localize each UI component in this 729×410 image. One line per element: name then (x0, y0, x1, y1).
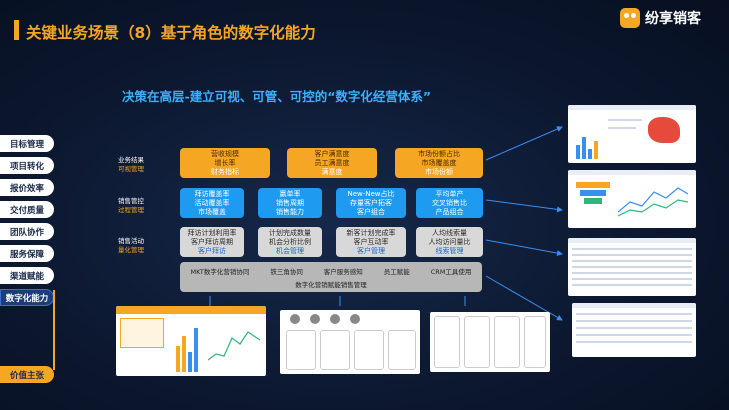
row-label-activity: 销售活动 量化管理 (118, 237, 144, 254)
result-box-satisfaction: 客户满意度 员工满意度 满意度 (287, 148, 377, 178)
sidebar-item-service-guarantee[interactable]: 服务保障 (0, 245, 54, 262)
logo-icon (620, 8, 640, 28)
platform-item: 铁三角协同 (270, 268, 303, 276)
sidebar-item-team-collaboration[interactable]: 团队协作 (0, 223, 54, 240)
row-label-control: 销售管控 过程管理 (118, 197, 144, 214)
platform-subtitle: 数字化营销赋能销售管理 (295, 281, 367, 289)
screenshot-mobile-app (280, 310, 420, 374)
sidebar-connector-line (53, 290, 55, 370)
platform-item: MKT数字化营销协同 (190, 268, 250, 276)
platform-item: CRM工具使用 (430, 268, 472, 276)
sidebar-item-project-conversion[interactable]: 项目转化 (0, 157, 54, 174)
sidebar-item-target-management[interactable]: 目标管理 (0, 135, 54, 152)
result-box-financial: 营收规模 增长率 财务指标 (180, 148, 270, 178)
screenshot-marketing-dashboard (116, 306, 266, 376)
platform-item: 员工赋能 (383, 268, 410, 276)
activity-box-lead-management: 人均线索量 人均访问量比 线索管理 (416, 227, 483, 257)
title-accent-bar (14, 20, 19, 40)
dashboard-thumbnail-table (568, 238, 696, 296)
row-label-results: 业务结果 可视管理 (118, 156, 144, 173)
result-box-market-share: 市场份额占比 市场覆盖度 市场份额 (395, 148, 483, 178)
control-box-market-coverage: 拜访覆盖率 活动覆盖率 市场覆盖 (180, 188, 244, 218)
activity-box-customer-visit: 拜访计划利用率 客户拜访周期 客户拜访 (180, 227, 244, 257)
dashboard-thumbnail-funnel (568, 170, 696, 228)
activity-box-customer-management: 新客计划完成率 客户互动率 客户管理 (336, 227, 406, 257)
dashboard-thumbnail-map (568, 105, 696, 163)
page-title: 关键业务场景（8）基于角色的数字化能力 (26, 24, 316, 42)
sidebar-item-delivery-quality[interactable]: 交付质量 (0, 201, 54, 218)
sidebar-item-digital-capability[interactable]: 数字化能力 (0, 289, 54, 306)
dashboard-thumbnail-report (572, 303, 696, 357)
logo-text: 纷享销客 (645, 11, 701, 27)
digital-platform-bar: MKT数字化营销协同 铁三角协同 客户服务感知 员工赋能 CRM工具使用 数字化… (180, 262, 482, 292)
screenshot-mobile-list (430, 312, 550, 372)
brand-logo: 纷享销客 (620, 8, 701, 28)
sidebar-item-quote-efficiency[interactable]: 报价效率 (0, 179, 54, 196)
control-box-sales-capability: 赢单率 销售周期 销售能力 (258, 188, 322, 218)
sidebar-item-channel-enablement[interactable]: 渠道赋能 (0, 267, 54, 284)
sidebar-item-value-proposition[interactable]: 价值主张 (0, 366, 54, 383)
control-box-product-portfolio: 平均单产 交叉销售比 产品组合 (416, 188, 483, 218)
activity-box-opportunity: 计划完成数量 机会分析比例 机会管理 (258, 227, 322, 257)
slide-subtitle: 决策在高层-建立可视、可管、可控的“数字化经营体系” (122, 89, 432, 104)
platform-item: 客户服务感知 (323, 268, 363, 276)
control-box-customer-portfolio: New-New占比 存量客户拓客 客户组合 (336, 188, 406, 218)
